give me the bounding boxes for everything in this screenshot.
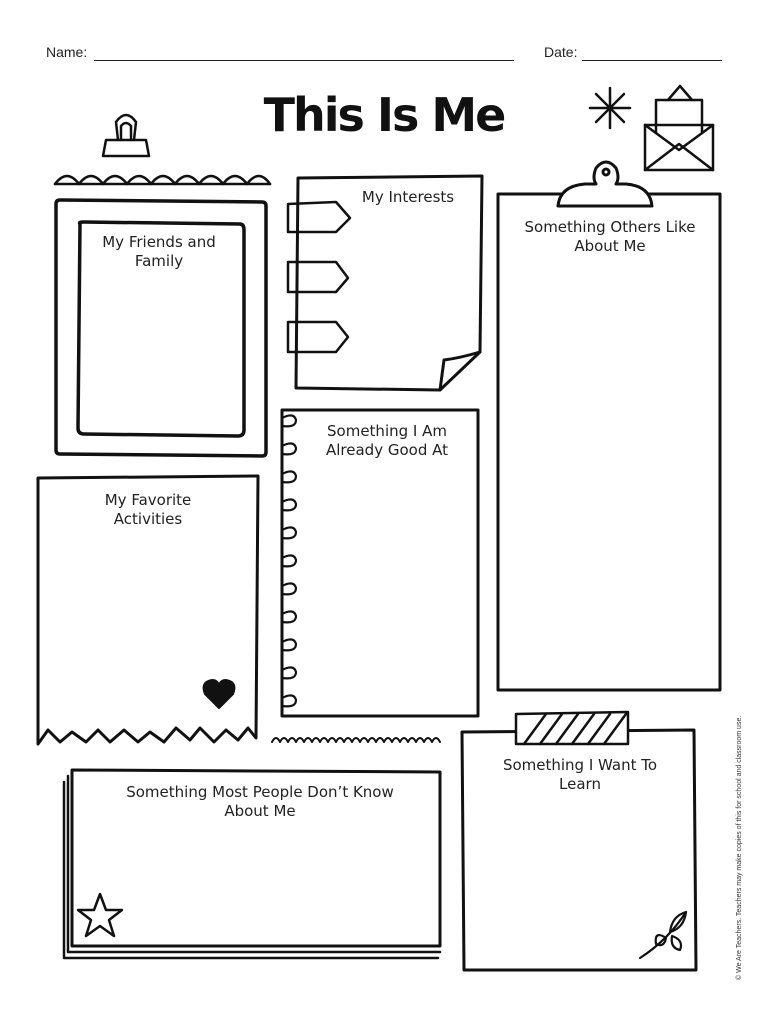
want-to-learn-paper <box>460 710 698 972</box>
leaf-icon <box>638 910 688 960</box>
others-like-writing-area[interactable] <box>504 262 714 682</box>
good-at-label: Something I Am Already Good At <box>326 422 448 459</box>
washi-tape-icon <box>514 710 630 746</box>
star-icon <box>76 892 124 938</box>
sparkle-icon <box>588 86 632 130</box>
friends-family-label: My Friends and Family <box>102 233 216 270</box>
binder-clip-icon <box>101 113 151 158</box>
people-dont-know-label: Something Most People Don’t Know About M… <box>126 783 394 820</box>
copyright-notice: © We Are Teachers. Teachers may make cop… <box>736 715 743 980</box>
friends-family-frame <box>54 198 268 458</box>
scallop-border <box>53 174 272 186</box>
people-dont-know-writing-area[interactable] <box>80 826 432 938</box>
name-label: Name: <box>46 44 88 60</box>
heart-icon <box>202 679 236 709</box>
people-dont-know-stack <box>62 768 442 960</box>
want-to-learn-label: Something I Want To Learn <box>502 756 658 793</box>
good-at-writing-area[interactable] <box>304 466 472 710</box>
want-to-learn-writing-area[interactable] <box>470 798 688 962</box>
others-like-clipboard <box>496 160 722 692</box>
squiggle-divider <box>271 737 441 743</box>
date-label: Date: <box>544 44 578 60</box>
interests-writing-area[interactable] <box>352 214 476 350</box>
date-input-line[interactable] <box>582 60 722 61</box>
favorite-activities-label: My Favorite Activities <box>104 491 192 528</box>
page-title: This Is Me <box>263 88 507 142</box>
good-at-notebook <box>280 408 480 718</box>
others-like-label: Something Others Like About Me <box>524 218 696 255</box>
name-input-line[interactable] <box>94 60 514 61</box>
favorite-activities-paper <box>36 474 260 746</box>
favorite-activities-writing-area[interactable] <box>44 534 252 718</box>
friends-family-writing-area[interactable] <box>84 275 238 429</box>
interests-notepad <box>286 174 484 392</box>
envelope-icon <box>643 84 715 172</box>
interests-label: My Interests <box>361 188 455 206</box>
